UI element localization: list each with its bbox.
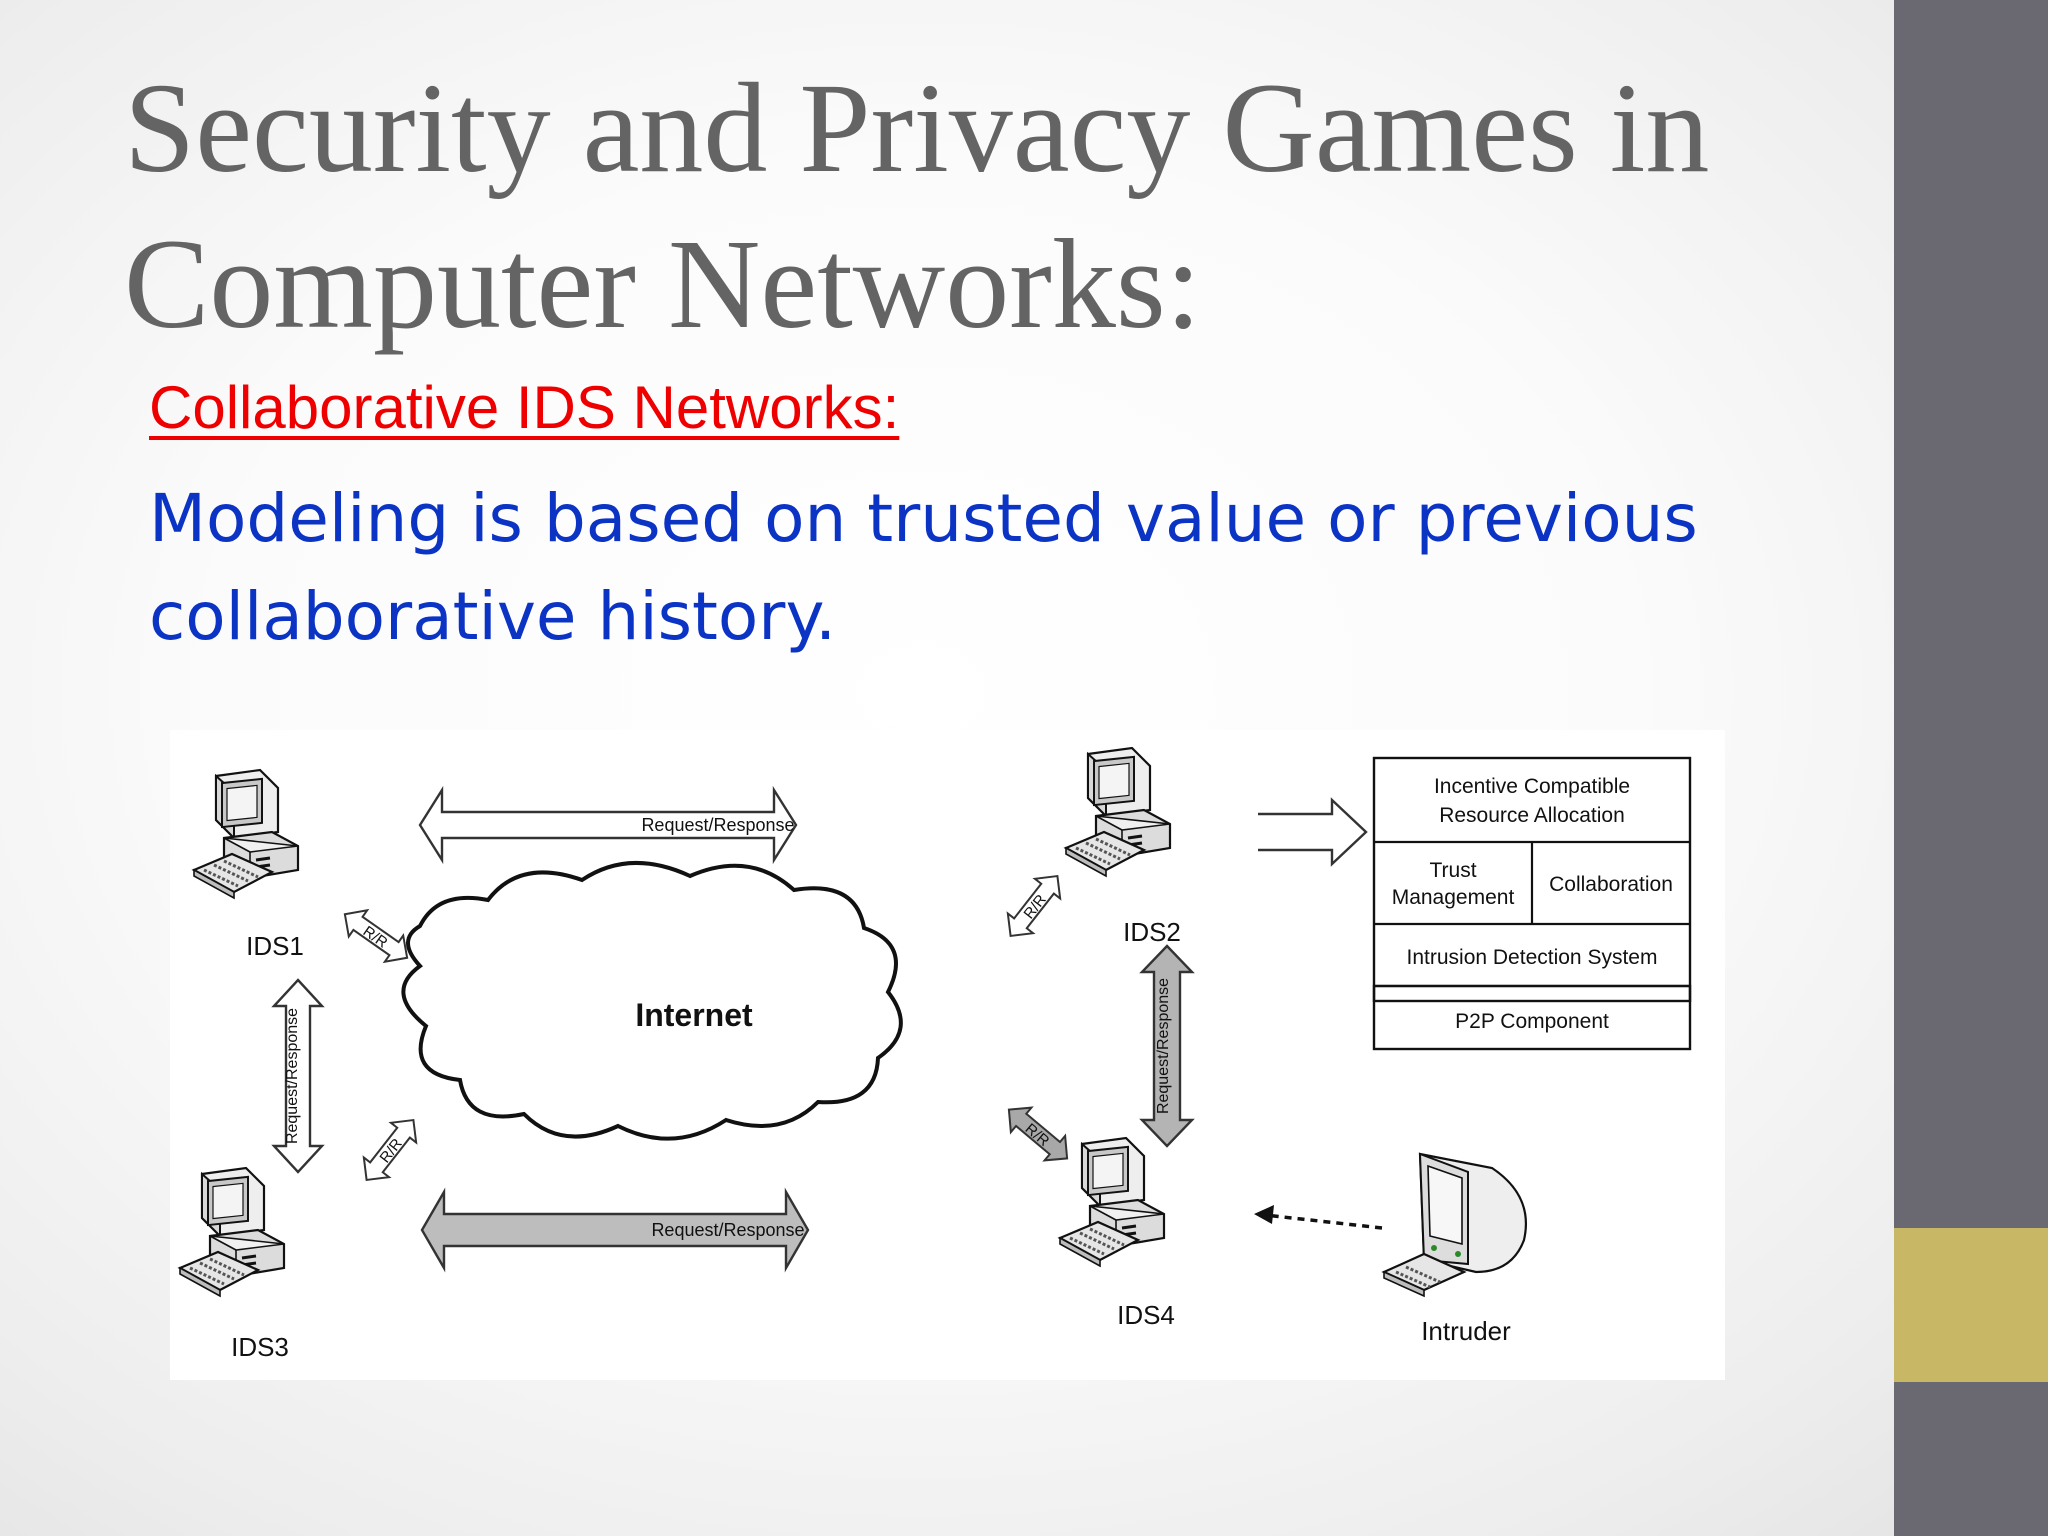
ids4-label: IDS4 xyxy=(1117,1300,1175,1330)
ids3-label: IDS3 xyxy=(231,1332,289,1362)
rr-arrow-ids1: R/R xyxy=(336,901,417,971)
ids-network-diagram: Request/Response Request/Response Reques… xyxy=(170,730,1725,1380)
component-stack: Incentive Compatible Resource Allocation… xyxy=(1374,758,1690,1049)
right-vertical-arrow-label: Request/Response xyxy=(1155,978,1172,1114)
slide-title: Security and Privacy Games in Computer N… xyxy=(124,50,1864,362)
stack-trust-line1: Trust xyxy=(1429,859,1476,882)
computer-ids1-icon xyxy=(194,770,298,898)
diagram-canvas: Request/Response Request/Response Reques… xyxy=(170,730,1725,1380)
stack-row3: Intrusion Detection System xyxy=(1407,946,1658,969)
rr-arrow-ids4: R/R xyxy=(999,1097,1078,1170)
rr-arrow-ids3: R/R xyxy=(354,1110,426,1190)
ids2-to-stack-arrow xyxy=(1258,800,1366,864)
intruder-label: Intruder xyxy=(1421,1316,1511,1346)
left-vertical-arrow: Request/Response xyxy=(274,952,325,1172)
stack-collaboration: Collaboration xyxy=(1549,873,1673,896)
accent-block-decoration xyxy=(1894,1228,2048,1382)
computer-ids2-icon xyxy=(1066,748,1170,876)
computer-ids3-icon xyxy=(180,1168,284,1296)
left-vertical-arrow-label: Request/Response xyxy=(284,1008,301,1144)
bottom-request-response-arrow: Request/Response xyxy=(422,1192,808,1268)
internet-cloud: Internet xyxy=(403,863,900,1139)
top-request-response-arrow: Request/Response xyxy=(420,790,796,860)
stack-row1-line1: Incentive Compatible xyxy=(1434,775,1630,798)
rr-arrow-ids2: R/R xyxy=(998,866,1070,946)
stack-trust-line2: Management xyxy=(1392,886,1515,909)
ids2-label: IDS2 xyxy=(1123,917,1181,947)
intruder-computer-icon xyxy=(1384,1154,1526,1296)
right-vertical-arrow: Request/Response xyxy=(1142,946,1192,1146)
slide-subtitle: Collaborative IDS Networks: xyxy=(149,372,899,444)
stack-row1-line2: Resource Allocation xyxy=(1439,804,1625,827)
computer-ids4-icon xyxy=(1060,1138,1164,1266)
top-arrow-label: Request/Response xyxy=(641,815,794,835)
intruder-attack-arrow xyxy=(1254,1205,1382,1228)
slide-body-text: Modeling is based on trusted value or pr… xyxy=(149,470,1749,666)
internet-label: Internet xyxy=(635,997,753,1033)
ids1-label: IDS1 xyxy=(246,931,304,961)
stack-row4: P2P Component xyxy=(1455,1010,1609,1033)
bottom-arrow-label: Request/Response xyxy=(651,1220,804,1240)
